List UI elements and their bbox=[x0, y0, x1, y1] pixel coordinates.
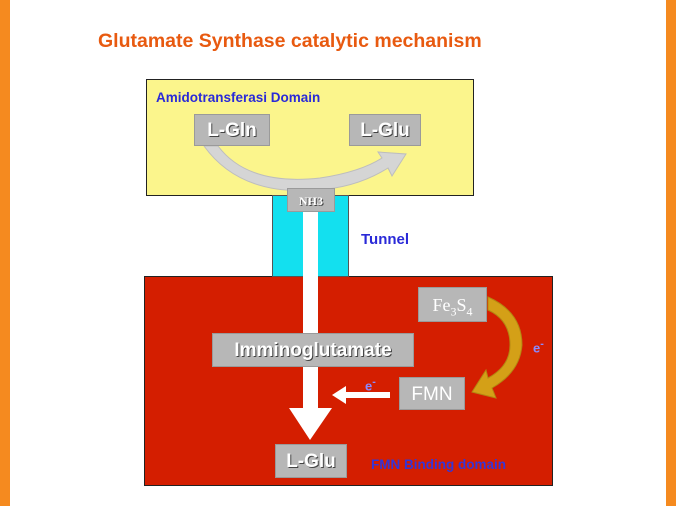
electron-charge-2: - bbox=[372, 376, 376, 388]
left-orange-border bbox=[0, 0, 10, 506]
fmn-binding-domain-label: FMN Binding domain bbox=[371, 457, 506, 472]
fe-symbol: Fe bbox=[432, 295, 451, 315]
gln-to-glu-arrow bbox=[203, 145, 407, 192]
l-gln-box: L-Gln bbox=[194, 114, 270, 146]
fe-subscript: 3 bbox=[450, 304, 457, 319]
electron-symbol-2: e bbox=[365, 378, 373, 394]
amidotransferase-domain-label: Amidotransferasi Domain bbox=[156, 90, 321, 105]
tunnel-flow-shaft bbox=[303, 212, 318, 410]
fe3s4-box: Fe3S4 bbox=[418, 287, 487, 322]
tunnel-label: Tunnel bbox=[361, 231, 410, 248]
fmn-box: FMN bbox=[399, 377, 465, 410]
fmn-electron-shaft bbox=[344, 392, 390, 398]
imminoglutamate-box: Imminoglutamate bbox=[212, 333, 414, 367]
l-glu-top-box: L-Glu bbox=[349, 114, 421, 146]
s-subscript: 4 bbox=[466, 304, 473, 319]
fmn-electron-arrowhead bbox=[332, 386, 346, 404]
nh3-box: NH3 bbox=[287, 188, 335, 212]
fe-to-fmn-arrow bbox=[471, 296, 523, 399]
electron-symbol-1: e bbox=[533, 340, 541, 356]
electron-label-1: e- bbox=[533, 338, 544, 355]
slide-title: Glutamate Synthase catalytic mechanism bbox=[98, 30, 482, 52]
tunnel-flow-arrowhead bbox=[289, 408, 332, 440]
electron-label-2: e- bbox=[365, 376, 376, 393]
s-symbol: S bbox=[456, 295, 467, 315]
electron-charge-1: - bbox=[540, 338, 544, 350]
l-glu-bottom-box: L-Glu bbox=[275, 444, 347, 478]
right-orange-border bbox=[666, 0, 676, 506]
